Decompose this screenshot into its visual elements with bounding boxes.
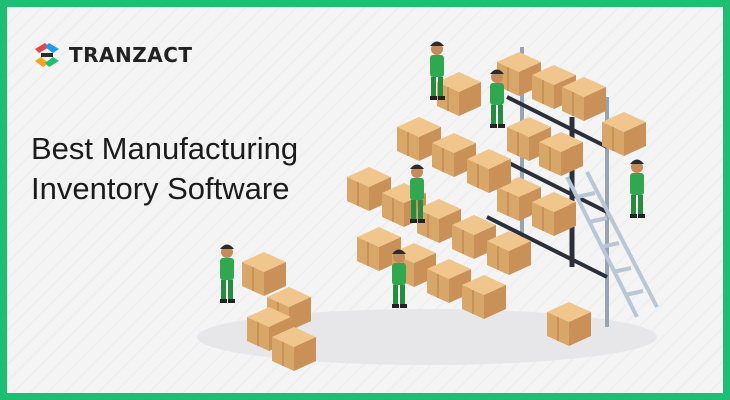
warehouse-workers-illustration: [197, 41, 659, 372]
headline-line-1: Best Manufacturing: [31, 131, 299, 166]
page-title: Best Manufacturing Inventory Software: [31, 129, 331, 209]
brand-name: TRANZACT: [69, 43, 193, 67]
headline-line-2: Inventory Software: [31, 171, 290, 206]
tranzact-logo-icon: [35, 43, 59, 67]
brand-logo[interactable]: TRANZACT: [31, 39, 193, 71]
shelf-boxes: [496, 51, 647, 237]
ladder: [565, 171, 659, 318]
